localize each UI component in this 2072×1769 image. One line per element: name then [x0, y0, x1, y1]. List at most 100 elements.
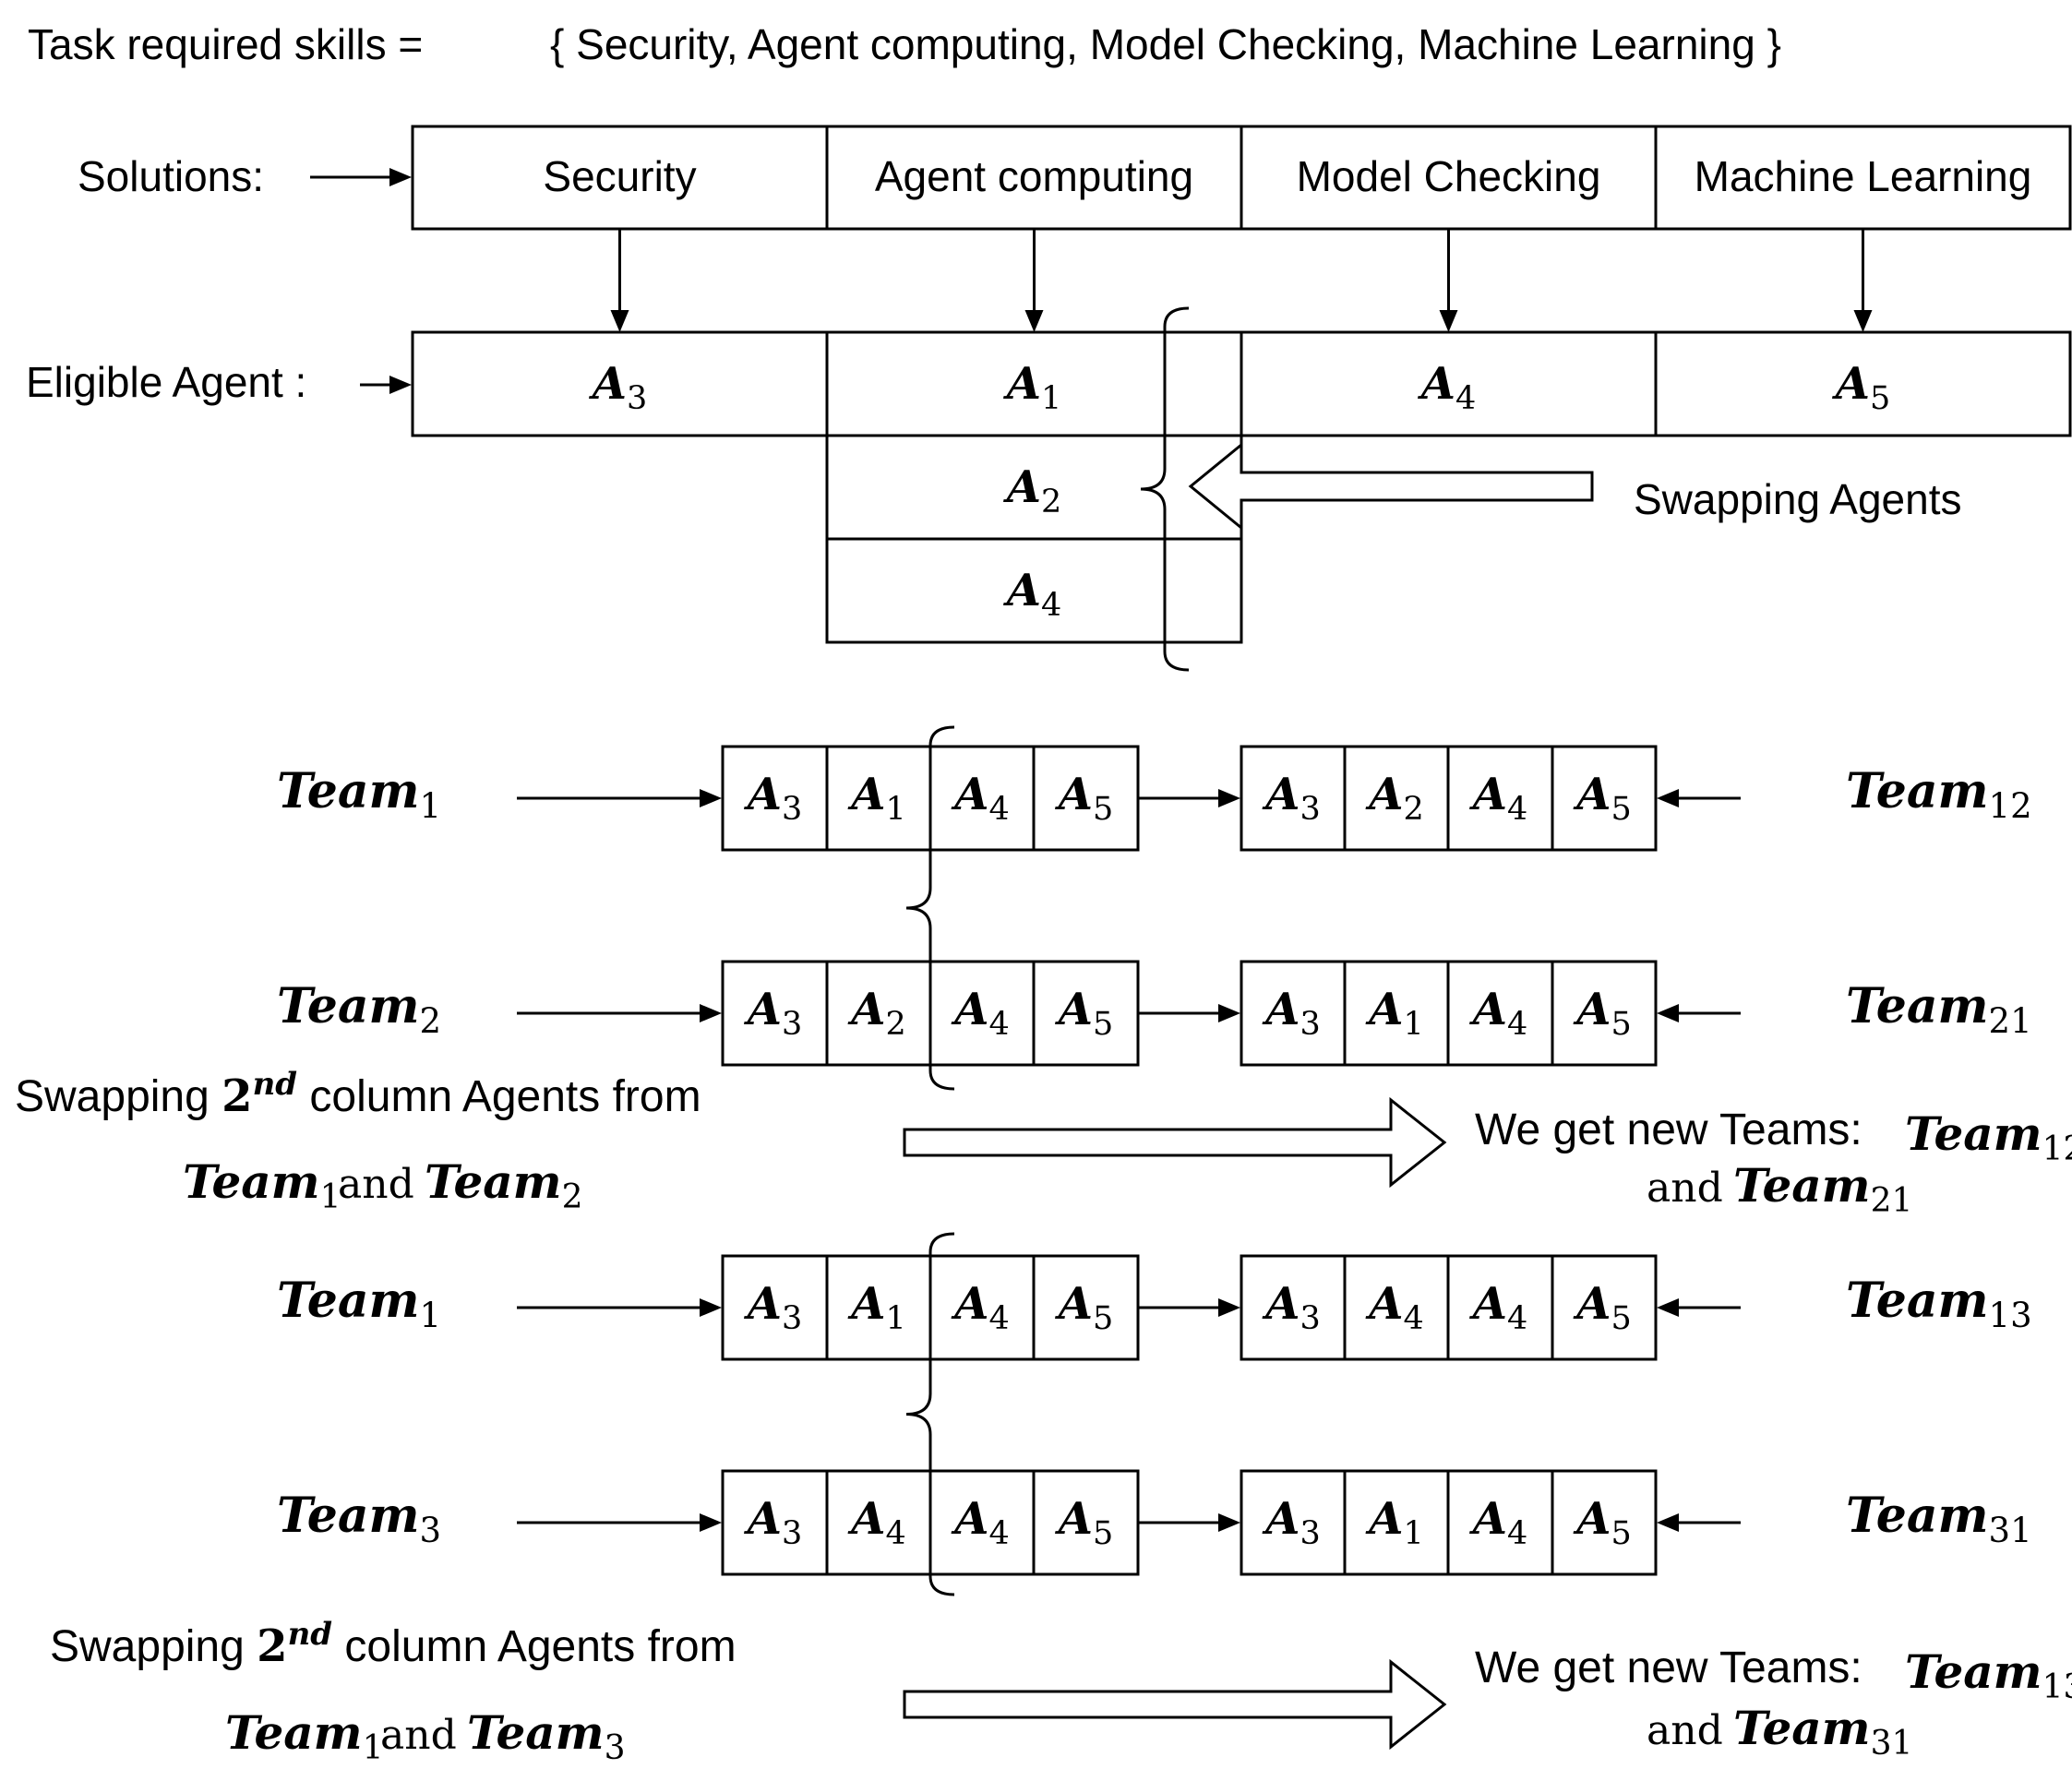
example-1-team-2-after-agent-4: A5: [1573, 984, 1632, 1043]
example-1-team-2-before-agent-3-base: A: [951, 984, 988, 1035]
example-1-team-2-before-agent-4-sub: 5: [1093, 1006, 1113, 1043]
example-2-result-team-b: Team31: [1733, 1701, 1912, 1763]
example-1-team-2-before-agent-2: A2: [847, 984, 906, 1043]
example-2-team-2-mid-arrow: [1138, 1513, 1240, 1532]
example-2-team-1-mid-arrow: [1138, 1298, 1240, 1317]
example-1-result-arrow: [903, 1096, 1447, 1189]
example-1-team-1-before-agent-1: A3: [744, 769, 803, 828]
example-2-team-1-after-agent-3-base: A: [1469, 1278, 1507, 1330]
example-2-team-2-left-label-sub: 3: [420, 1511, 442, 1550]
example-2-team-2-after-agent-4-sub: 5: [1611, 1515, 1631, 1552]
example-1-team-1-mid-arrow: [1138, 789, 1240, 807]
example-1-team-1-after-cell-4: [1551, 745, 1658, 852]
example-1-team-2-after-agent-1: A3: [1262, 984, 1321, 1043]
example-2-team-1-after-agent-4-base: A: [1573, 1278, 1611, 1330]
example-2-note-team-b-sub: 3: [605, 1729, 626, 1767]
example-2-result-team-a-sub: 13: [2042, 1668, 2072, 1706]
example-1-team-2-after-cell-1: [1240, 960, 1347, 1067]
example-1-team-2-after-agent-2: A1: [1365, 984, 1424, 1043]
example-1-team-2-before-cell-1: [721, 960, 829, 1067]
solution-arrow-3: [1439, 229, 1458, 332]
example-2-note-sup: nd: [288, 1616, 333, 1653]
example-2-note-team-b: Team3: [467, 1705, 626, 1767]
example-2-team-1-after-agent-2-sub: 4: [1403, 1300, 1423, 1337]
example-1-team-1-after-cell-1: [1240, 745, 1347, 852]
example-1-team-2-before-agent-2-base: A: [847, 984, 885, 1035]
solutions-label: Solutions:: [78, 152, 264, 200]
example-1-team-2-before-agent-1: A3: [744, 984, 803, 1043]
example-2-result-team-b-base: Team: [1733, 1701, 1871, 1755]
example-2-team-1-before-agent-3: A4: [951, 1278, 1010, 1337]
example-2-team-1-right-label: Team13: [1846, 1273, 2032, 1335]
example-1-team-2-after-agent-2-sub: 1: [1403, 1006, 1423, 1043]
example-2-team-1-after-agent-1-sub: 3: [1299, 1300, 1320, 1337]
example-2-team-1-before-cell-1: [721, 1254, 829, 1361]
example-2-team-1-left-label: Team1: [277, 1273, 441, 1335]
example-1-team-1-after-agent-2-sub: 2: [1403, 791, 1423, 828]
solution-label-1: Security: [543, 152, 696, 200]
candidate-agent-2-base: A: [1003, 565, 1041, 616]
eligible-agent-2-sub: 1: [1041, 380, 1061, 417]
example-2-team-2-after-cell-4: [1551, 1469, 1658, 1576]
example-1-result-team-b-sub: 21: [1871, 1182, 1913, 1220]
solution-cell-4: [1654, 125, 2072, 231]
example-1-note-and: and: [338, 1161, 414, 1208]
example-2-note-and: and: [380, 1712, 457, 1759]
example-1-team-1-after-agent-2: A2: [1365, 769, 1424, 828]
example-1-team-2-after-agent-1-base: A: [1262, 984, 1299, 1035]
example-2-team-2-before-agent-3-base: A: [951, 1493, 988, 1545]
example-2-team-2-after-agent-2-base: A: [1365, 1493, 1403, 1545]
eligible-agent-1: A3: [589, 358, 648, 417]
solutions-arrow-head: [389, 168, 412, 186]
example-2-team-1-before-agent-4-sub: 5: [1093, 1300, 1113, 1337]
example-2-team-2-after-agent-2-sub: 1: [1403, 1515, 1423, 1552]
example-2-team-1-after-agent-1: A3: [1262, 1278, 1321, 1337]
example-2-team-1-before-cell-4: [1032, 1254, 1140, 1361]
example-1-result-and: and: [1647, 1165, 1723, 1212]
example-2-team-1-left-label-sub: 1: [420, 1296, 442, 1335]
example-2-team-2-mid-arrow-head: [1218, 1513, 1240, 1532]
example-1-team-1-left-label: Team1: [277, 763, 441, 826]
solution-arrow-2: [1024, 229, 1044, 332]
example-2-note-num: 2: [257, 1620, 287, 1672]
example-2-team-2-after-agent-3-base: A: [1469, 1493, 1507, 1545]
example-2-team-2-after-agent-4: A5: [1573, 1493, 1632, 1552]
candidate-agent-1-base: A: [1003, 461, 1041, 513]
example-2-result-team-a-base: Team: [1905, 1644, 2042, 1699]
example-1-team-2-right-label-sub: 21: [1989, 1001, 2032, 1041]
example-1-team-1-after-agent-4-sub: 5: [1611, 791, 1631, 828]
example-1-team-1-after-cell-2: [1343, 745, 1450, 852]
swap-hollow-arrow: [1188, 441, 1594, 532]
example-1-result-team-a: Team12: [1905, 1106, 2072, 1168]
example-2-team-2-after-agent-1-sub: 3: [1299, 1515, 1320, 1552]
example-1-team-1-before-agent-1-sub: 3: [782, 791, 802, 828]
example-2-team-1-before-agent-1-base: A: [744, 1278, 782, 1330]
eligible-agent-2: A1: [1003, 358, 1062, 417]
example-1-team-1-mid-arrow-head: [1218, 789, 1240, 807]
example-1-team-2-mid-arrow: [1138, 1004, 1240, 1022]
eligible-cell-4: [1654, 330, 2072, 437]
example-2-team-2-before-agent-1-base: A: [744, 1493, 782, 1545]
example-2-team-1-left-label-base: Team: [277, 1273, 420, 1329]
example-1-team-2-before-agent-3-sub: 4: [988, 1006, 1009, 1043]
candidate-agent-2: A4: [1003, 565, 1062, 624]
candidate-brace: [1140, 306, 1190, 672]
example-2-team-1-after-agent-2-base: A: [1365, 1278, 1403, 1330]
solution-arrow-4: [1853, 229, 1873, 332]
example-1-team-2-before-agent-4: A5: [1055, 984, 1114, 1043]
example-1-team-2-in-arrow-head: [700, 1004, 722, 1022]
example-2-team-1-after-agent-1-base: A: [1262, 1278, 1299, 1330]
example-2-team-2-right-label: Team31: [1846, 1488, 2032, 1550]
eligible-agent-1-base: A: [589, 358, 627, 410]
example-1-team-2-after-agent-3: A4: [1469, 984, 1528, 1043]
example-2-team-2-before-agent-4-base: A: [1055, 1493, 1093, 1545]
example-2-team-2-after-cell-2: [1343, 1469, 1450, 1576]
example-1-team-1-after-agent-1-sub: 3: [1299, 791, 1320, 828]
solution-cell-3: [1240, 125, 1658, 231]
example-1-team-2-before-agent-1-base: A: [744, 984, 782, 1035]
example-2-team-1-before-agent-2-base: A: [847, 1278, 885, 1330]
example-2-team-1-out-arrow-head: [1657, 1298, 1679, 1317]
example-2-team-1-after-agent-4-sub: 5: [1611, 1300, 1631, 1337]
example-2-team-2-before-agent-4-sub: 5: [1093, 1515, 1113, 1552]
